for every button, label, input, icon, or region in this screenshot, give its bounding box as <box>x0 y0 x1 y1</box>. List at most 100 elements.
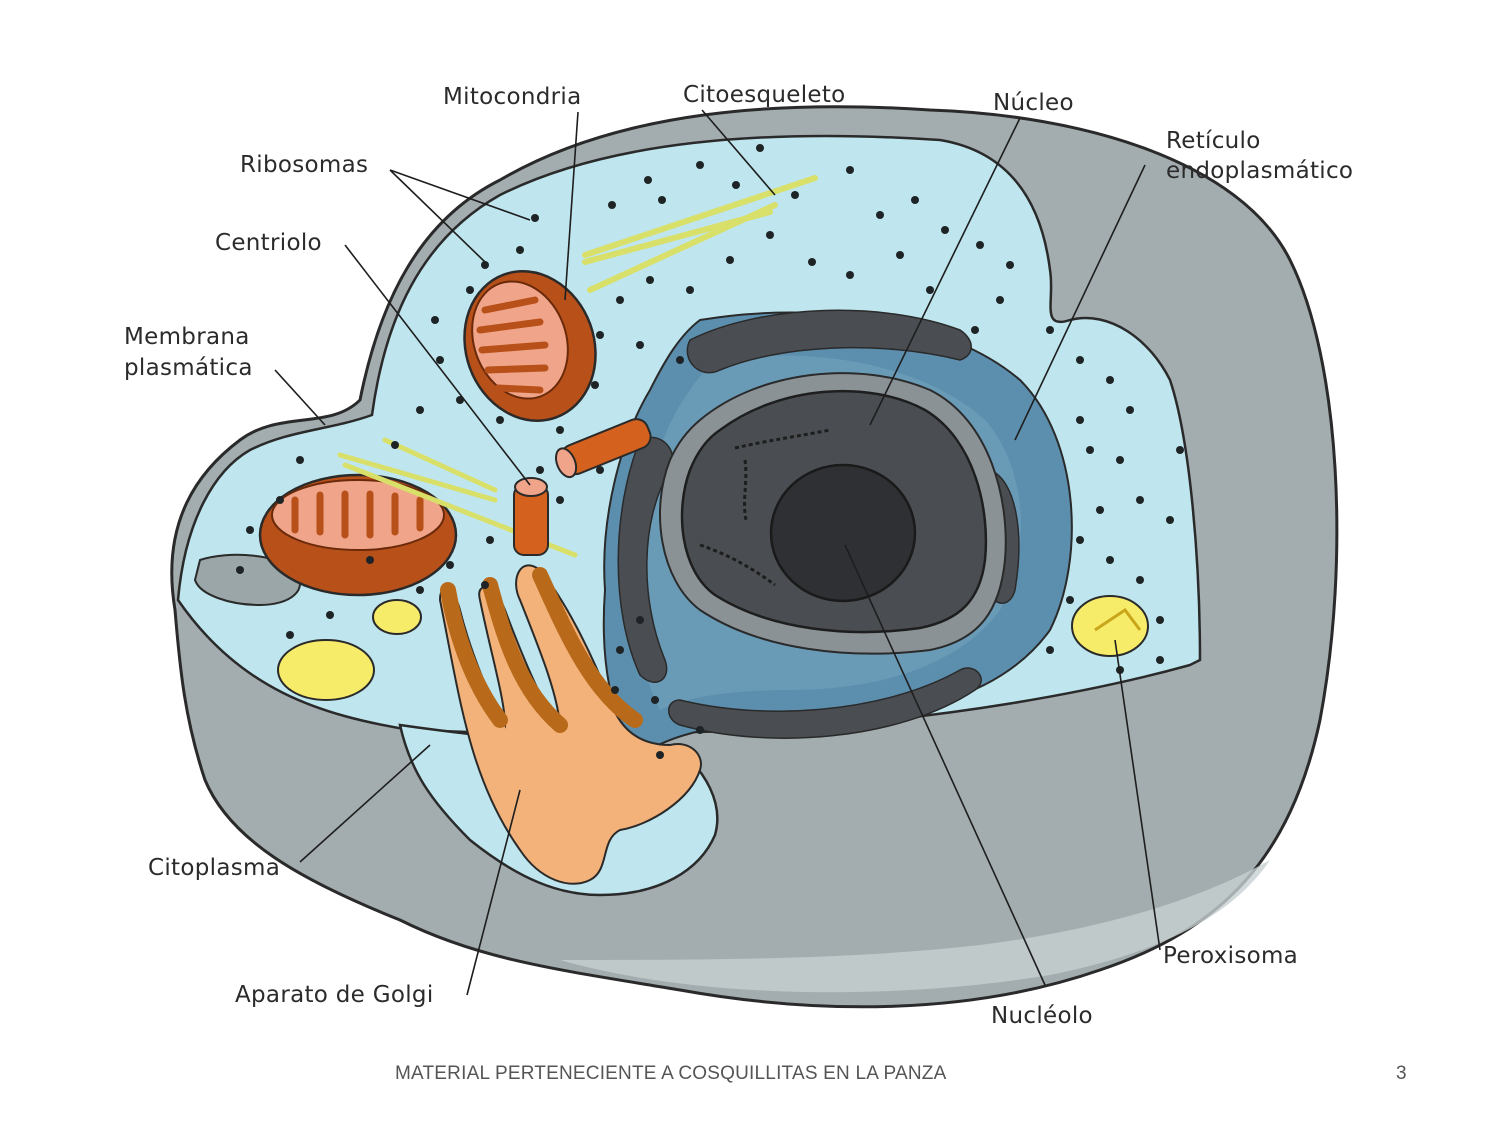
ribosome-dot <box>756 144 764 152</box>
ribosome-dot <box>732 181 740 189</box>
label-centriolo: Centriolo <box>215 230 322 256</box>
ribosome-dot <box>1136 496 1144 504</box>
ribosome-dot <box>656 751 664 759</box>
leader-nucleo <box>869 117 1021 426</box>
ribosome-dot <box>1116 456 1124 464</box>
ribosome-dot <box>1046 326 1054 334</box>
ribosome-dot <box>556 496 564 504</box>
ribosome-dot <box>416 586 424 594</box>
ribosome-dot <box>1006 261 1014 269</box>
page-number: 3 <box>1396 1063 1407 1084</box>
ribosome-dot <box>676 356 684 364</box>
ribosome-dot <box>611 686 619 694</box>
cell-shell-highlight <box>560 860 1270 993</box>
label-aparato-golgi: Aparato de Golgi <box>235 982 434 1008</box>
ribosome-dot <box>976 241 984 249</box>
ribosome-dot <box>436 356 444 364</box>
label-reticulo-line2: endoplasmático <box>1166 158 1353 184</box>
ribosome-dot <box>276 496 284 504</box>
ribosome-dot <box>696 161 704 169</box>
ribosome-dot <box>791 191 799 199</box>
ribosome-dot <box>971 326 979 334</box>
leader-ribosomas-1 <box>389 169 531 221</box>
label-citoplasma: Citoplasma <box>148 855 280 881</box>
ribosome-dot <box>876 211 884 219</box>
ribosome-dot <box>536 466 544 474</box>
ribosome-dot <box>481 581 489 589</box>
ribosome-dot <box>1126 406 1134 414</box>
leader-citoplasma <box>299 744 431 863</box>
ribosome-dot <box>644 176 652 184</box>
ribosome-dot <box>1086 446 1094 454</box>
label-membrana-line1: Membrana <box>124 324 250 350</box>
ribosome-dot <box>646 276 654 284</box>
chromatin <box>699 428 831 587</box>
ribosome-dot <box>496 416 504 424</box>
ribosome-dot <box>486 536 494 544</box>
ribosome-dot <box>391 441 399 449</box>
ribosome-dot <box>431 316 439 324</box>
golgi-cisterna-1 <box>440 582 508 728</box>
lysosome-large <box>277 639 375 701</box>
leader-golgi <box>466 789 521 996</box>
ribosome-dot <box>516 246 524 254</box>
leader-citoesqueleto <box>701 109 776 196</box>
ribosome-dot <box>926 286 934 294</box>
ribosome-dot <box>846 271 854 279</box>
nucleolus <box>769 463 917 603</box>
ribosome-dot <box>596 331 604 339</box>
ribosome-dot <box>1076 356 1084 364</box>
label-nucleo: Núcleo <box>993 90 1074 116</box>
label-peroxisoma: Peroxisoma <box>1163 943 1298 969</box>
centriole-horizontal <box>554 418 652 479</box>
ribosome-dot <box>651 696 659 704</box>
ribosome-dot <box>446 561 454 569</box>
ribosome-dot <box>846 166 854 174</box>
ribosome-dot <box>996 296 1004 304</box>
ribosome-dot <box>1066 596 1074 604</box>
ribosome-dot <box>236 566 244 574</box>
ribosome-dot <box>1046 646 1054 654</box>
label-nucleolo: Nucléolo <box>991 1003 1093 1029</box>
label-ribosomas: Ribosomas <box>240 152 368 178</box>
leader-peroxisoma <box>1114 639 1161 951</box>
lysosome-small <box>372 599 422 635</box>
centriole-vertical <box>513 477 549 556</box>
peroxisome <box>1071 595 1149 657</box>
mitochondria-lower-cristae <box>291 490 424 539</box>
ribosome-dot <box>1106 556 1114 564</box>
ribosome-dot <box>1136 576 1144 584</box>
ribosome-dot <box>481 261 489 269</box>
ribosome-dot <box>596 466 604 474</box>
er-lamella-top <box>686 309 972 374</box>
animal-cell-diagram: Mitocondria Citoesqueleto Núcleo Retícul… <box>124 82 1353 1029</box>
ribosome-dot <box>326 611 334 619</box>
ribosome-dot <box>466 286 474 294</box>
ribosome-dot <box>531 214 539 222</box>
footer-credit: MATERIAL PERTENECIENTE A COSQUILLITAS EN… <box>395 1063 947 1084</box>
label-membrana-line2: plasmática <box>124 355 253 381</box>
ribosome-dot <box>636 341 644 349</box>
leader-nucleolo <box>844 544 1046 986</box>
ribosome-dot <box>636 616 644 624</box>
ribosome-dot <box>766 231 774 239</box>
label-citoesqueleto: Citoesqueleto <box>683 82 846 108</box>
leader-mitocondria <box>564 111 579 301</box>
ribosome-dot <box>1156 616 1164 624</box>
ribosome-dot <box>911 196 919 204</box>
golgi-cisterna-3 <box>532 567 643 728</box>
leader-centriolo <box>344 244 531 486</box>
ribosome-dot <box>1176 446 1184 454</box>
leader-membrana <box>274 369 326 426</box>
ribosome-dot <box>616 296 624 304</box>
ribosome-dot <box>726 256 734 264</box>
ribosome-dot <box>416 406 424 414</box>
ribosome-dot <box>286 631 294 639</box>
ribosome-dot <box>1156 656 1164 664</box>
ribosome-dot <box>296 456 304 464</box>
ribosome-dot <box>1076 416 1084 424</box>
mitochondria-lower-inner <box>271 479 445 551</box>
ribosome-dot <box>366 556 374 564</box>
ribosome-dot <box>246 526 254 534</box>
ribosome-dot <box>658 196 666 204</box>
